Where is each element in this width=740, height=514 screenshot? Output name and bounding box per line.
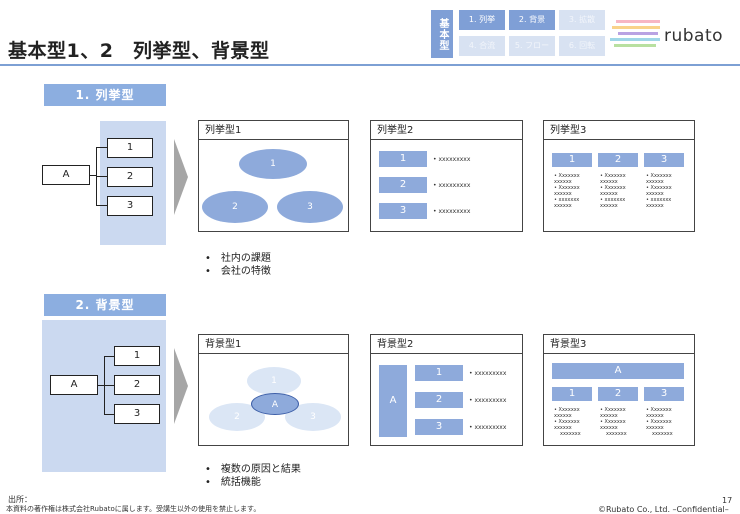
card-enumeration-3: 列挙型3 1 2 3 • Xxxxxxx xxxxxx • Xxxxxxx xx…: [543, 120, 695, 232]
copyright-notice: 本資料の著作権は株式会社Rubatoに属します。受講生以外の使用を禁止します。: [6, 505, 261, 513]
tree-connector: [98, 385, 104, 386]
section-title-enumeration: 1. 列挙型: [44, 84, 166, 106]
arrow-right-icon: [174, 348, 188, 424]
nav-tab-background[interactable]: 2. 背景: [509, 10, 555, 30]
nav-tab-confluence[interactable]: 4. 合流: [459, 36, 505, 56]
column-items: • Xxxxxxx xxxxxx • Xxxxxxx xxxxxx • xxxx…: [600, 173, 626, 209]
nav-tab-enumeration[interactable]: 1. 列挙: [459, 10, 505, 30]
tree-child-box: 3: [114, 404, 160, 424]
list-item-text: • xxxxxxxxx: [433, 208, 471, 215]
nav-tab-rotation[interactable]: 6. 回転: [559, 36, 605, 56]
card-title: 列挙型3: [544, 121, 694, 140]
list-number: 2: [379, 177, 427, 193]
tree-child-box: 2: [107, 167, 153, 187]
list-number: 2: [415, 392, 463, 408]
tree-connector: [96, 205, 107, 206]
column-header: 2: [598, 387, 638, 401]
tree-connector: [104, 385, 114, 386]
bullet-list: • 社内の課題 • 会社の特徴: [205, 253, 271, 277]
side-block: A: [379, 365, 407, 437]
arrow-right-icon: [174, 139, 188, 215]
card-enumeration-1: 列挙型1 1 2 3: [198, 120, 349, 232]
tree-child-box: 1: [114, 346, 160, 366]
nav-tab-diffusion[interactable]: 3. 拡散: [559, 10, 605, 30]
card-background-1: 背景型1 1 2 3 A: [198, 334, 349, 446]
tree-connector: [96, 147, 107, 148]
card-background-3: 背景型3 A 1 2 3 • Xxxxxxx xxxxxx • Xxxxxxx …: [543, 334, 695, 446]
page-title: 基本型1、2 列挙型、背景型: [8, 40, 270, 62]
list-item-text: • xxxxxxxxx: [469, 397, 507, 404]
column-items: • Xxxxxxx xxxxxx • Xxxxxxx xxxxxx • xxxx…: [554, 173, 580, 209]
tree-connector: [90, 175, 96, 176]
card-title: 列挙型2: [371, 121, 522, 140]
card-title: 背景型1: [199, 335, 348, 354]
tree-child-box: 1: [107, 138, 153, 158]
ellipse: 3: [285, 403, 341, 431]
nav-tab-flow[interactable]: 5. フロー: [509, 36, 555, 56]
center-ellipse: A: [251, 393, 299, 415]
logo-stripes: [608, 20, 660, 47]
page-number: 17: [722, 496, 733, 505]
source-label: 出所：: [8, 495, 32, 504]
tree-connector: [104, 414, 114, 415]
column-items: • Xxxxxxx xxxxxx • Xxxxxxx xxxxxx xxxxxx…: [646, 407, 673, 437]
tree-child-box: 3: [107, 196, 153, 216]
tree-connector: [104, 356, 114, 357]
tree-child-box: 2: [114, 375, 160, 395]
column-header: 3: [644, 387, 684, 401]
nav-category-label: 基本型: [431, 10, 453, 58]
list-number: 3: [379, 203, 427, 219]
section-title-background: 2. 背景型: [44, 294, 166, 316]
tree-root-box: A: [50, 375, 98, 395]
tree-connector: [96, 176, 107, 177]
column-items: • Xxxxxxx xxxxxx • Xxxxxxx xxxxxx xxxxxx…: [554, 407, 581, 437]
logo: rubato: [664, 26, 724, 46]
list-number: 3: [415, 419, 463, 435]
ellipse: 1: [239, 149, 307, 179]
list-number: 1: [415, 365, 463, 381]
list-item-text: • xxxxxxxxx: [469, 370, 507, 377]
bullet-list: • 複数の原因と結果 • 統括機能: [205, 464, 301, 488]
list-item-text: • xxxxxxxxx: [433, 182, 471, 189]
card-title: 背景型2: [371, 335, 522, 354]
column-items: • Xxxxxxx xxxxxx • Xxxxxxx xxxxxx • xxxx…: [646, 173, 672, 209]
column-header: 2: [598, 153, 638, 167]
confidential-label: ©Rubato Co., Ltd. –Confidential–: [598, 505, 729, 514]
list-item-text: • xxxxxxxxx: [433, 156, 471, 163]
list-number: 1: [379, 151, 427, 167]
column-header: 1: [552, 387, 592, 401]
column-header: 3: [644, 153, 684, 167]
ellipse: 1: [247, 367, 301, 395]
card-title: 列挙型1: [199, 121, 348, 140]
card-enumeration-2: 列挙型2 1 • xxxxxxxxx 2 • xxxxxxxxx 3 • xxx…: [370, 120, 523, 232]
column-header: 1: [552, 153, 592, 167]
tree-root-box: A: [42, 165, 90, 185]
title-divider: [0, 64, 740, 66]
top-block: A: [552, 363, 684, 379]
list-item-text: • xxxxxxxxx: [469, 424, 507, 431]
card-title: 背景型3: [544, 335, 694, 354]
card-background-2: 背景型2 A 1 • xxxxxxxxx 2 • xxxxxxxxx 3 • x…: [370, 334, 523, 446]
ellipse: 3: [277, 191, 343, 223]
column-items: • Xxxxxxx xxxxxx • Xxxxxxx xxxxxx xxxxxx…: [600, 407, 627, 437]
ellipse: 2: [202, 191, 268, 223]
